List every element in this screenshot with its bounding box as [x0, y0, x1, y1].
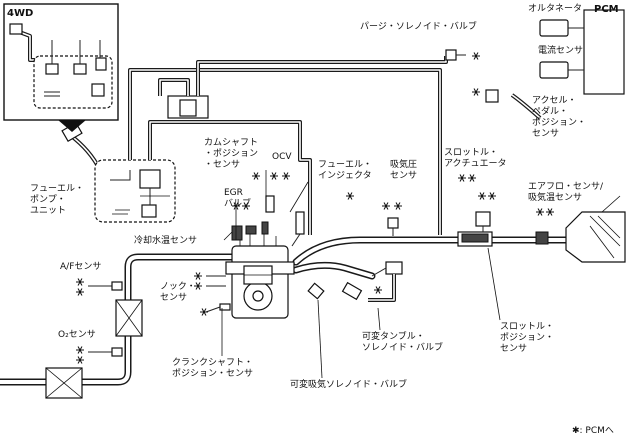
asterisk-marker: [382, 202, 390, 210]
legend-note: ✱: PCMへ: [572, 426, 614, 436]
fuel-feed-line: [148, 120, 312, 235]
asterisk-marker: [76, 288, 84, 296]
asterisk-marker: [374, 286, 382, 294]
purge-line: [128, 56, 448, 235]
knock-sensor-label: ノック・ センサ: [160, 282, 196, 303]
accel-pedal-sensor-label: アクセル・ ペダル・ ポジション・ センサ: [532, 96, 587, 139]
asterisk-marker: [458, 174, 466, 182]
exhaust-pipe: [0, 253, 242, 386]
current-sensor-part: [539, 61, 584, 79]
purge-valve-label: パージ・ソレノイド・バルブ: [360, 22, 477, 32]
map-sensor-part: [387, 217, 399, 236]
egr-valve-part: [231, 225, 243, 241]
coolant-temp-sensor-label: 冷却水温センサ: [134, 236, 198, 246]
ocv-label: OCV: [272, 152, 292, 162]
airflow-sensor-label: エアフロ・センサ/ 吸気温センサ: [528, 182, 604, 203]
egr-valve-label: EGR バルブ: [224, 188, 252, 209]
o2-sensor-part: [88, 347, 123, 357]
fuel-injector-part: [291, 211, 305, 247]
asterisk-marker: [194, 272, 202, 280]
asterisk-marker: [468, 174, 476, 182]
asterisk-marker: [478, 192, 486, 200]
asterisk-marker: [536, 208, 544, 216]
asterisk-marker: [270, 172, 278, 180]
purge-valve-part: [445, 49, 466, 61]
pcm-label: PCM: [594, 4, 619, 15]
air-cleaner: [565, 211, 626, 263]
asterisk-marker: [488, 192, 496, 200]
asterisk-marker: [252, 172, 260, 180]
airflow-sensor-part: [535, 231, 549, 245]
variable-intake-valve-label: 可変吸気ソレノイド・バルブ: [290, 380, 408, 390]
throttle-body: [457, 211, 493, 247]
catalytic-converter-upper: [115, 299, 143, 337]
fuel-injector-label: フューエル・ インジェクタ: [318, 160, 373, 181]
map-sensor-label: 吸気圧 センサ: [390, 160, 418, 181]
af-sensor-part: [88, 281, 123, 291]
o2-sensor-label: O₂センサ: [58, 330, 96, 340]
inset-callout: [58, 120, 86, 132]
fuel-pump-unit-label: フューエル・ ポンプ・ ユニット: [30, 184, 85, 216]
engine-block: [225, 221, 295, 319]
charcoal-canister: [167, 95, 209, 119]
intake-pipe: [292, 236, 570, 280]
tumble-valve-label: 可変タンブル・ ソレノイド・バルブ: [362, 332, 444, 353]
asterisk-marker: [232, 202, 240, 210]
asterisk-marker: [76, 346, 84, 354]
ocv-part: [265, 195, 275, 213]
asterisk-marker: [76, 356, 84, 364]
leader-lines: [140, 170, 621, 379]
variable-intake-part: [307, 281, 363, 301]
alternator-part: [539, 19, 584, 37]
asterisk-marker: [200, 308, 208, 316]
asterisk-marker: [76, 278, 84, 286]
current-sensor-label: 電流センサ: [538, 46, 584, 56]
camshaft-sensor-label: カムシャフト ・ポジション ・センサ: [204, 138, 259, 170]
catalytic-converter-lower: [45, 367, 83, 399]
inset-4wd-box: [3, 3, 119, 121]
tumble-solenoid-part: [368, 261, 403, 302]
asterisk-marker: [394, 202, 402, 210]
accel-pedal-part: [485, 89, 542, 120]
alternator-label: オルタネータ: [528, 4, 583, 14]
crankshaft-sensor-label: クランクシャフト・ ポジション・センサ: [172, 358, 254, 379]
asterisk-marker: [472, 52, 480, 60]
engine-sensor-stubs: [205, 275, 231, 313]
asterisk-marker: [346, 192, 354, 200]
throttle-position-sensor-label: スロットル・ ポジション・ センサ: [500, 322, 555, 354]
inset-4wd-label: 4WD: [7, 8, 34, 19]
asterisk-marker: [546, 208, 554, 216]
pcm-unit: [583, 9, 625, 95]
asterisk-marker: [194, 282, 202, 290]
pcm-asterisk-markers: [76, 52, 554, 364]
af-sensor-label: A/Fセンサ: [60, 262, 102, 272]
asterisk-marker: [242, 202, 250, 210]
asterisk-marker: [472, 88, 480, 96]
asterisk-marker: [282, 172, 290, 180]
fuel-tank: [94, 159, 176, 223]
throttle-actuator-label: スロットル・ アクチュエータ: [444, 148, 507, 169]
